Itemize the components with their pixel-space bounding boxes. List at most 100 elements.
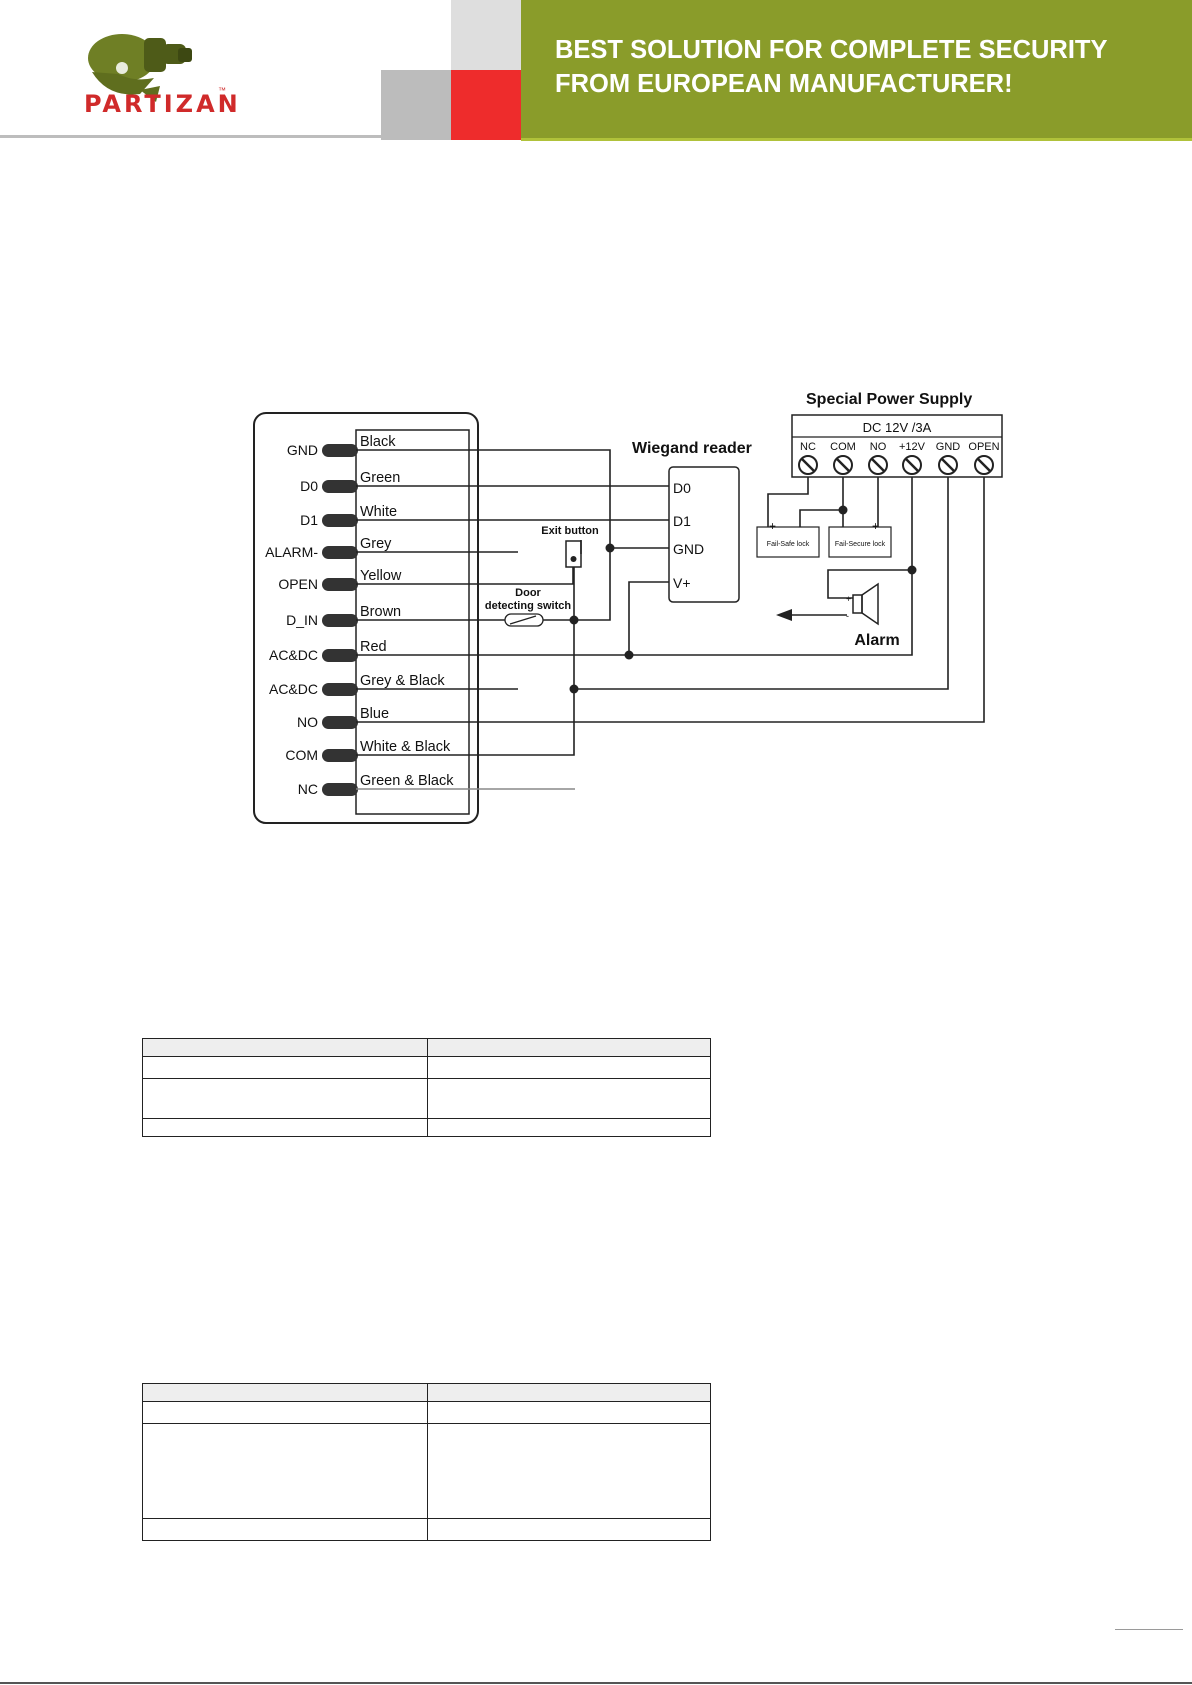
terminal-name: NC: [298, 781, 318, 797]
table-cell: [142, 1518, 428, 1541]
ps-terminal-label: GND: [936, 441, 961, 453]
ps-terminal-label: NO: [870, 441, 887, 453]
table-row: [142, 1078, 711, 1119]
wiegand-pin-d1: D1: [673, 513, 691, 529]
alarm-plus: +: [846, 594, 851, 604]
table-cell: [142, 1383, 428, 1402]
table-cell: [427, 1383, 711, 1402]
wire-color-label: Black: [360, 434, 396, 450]
table-cell: [142, 1118, 428, 1137]
fail-safe-lock-box: [756, 526, 820, 558]
table-header-row: [142, 1038, 711, 1057]
wire-color-label: Blue: [360, 706, 389, 722]
table-cell: [427, 1118, 711, 1137]
spec-table-1: [142, 1038, 711, 1137]
wiegand-title: Wiegand reader: [632, 440, 752, 457]
page-header: PARTIZAN ™ BEST SOLUTION FOR COMPLETE SE…: [0, 0, 1192, 141]
controller-terminal-panel: [355, 429, 470, 815]
screw-slot: [871, 458, 885, 472]
fail-secure-minus: -: [840, 519, 844, 533]
wire-color-label: Brown: [360, 604, 401, 620]
wire-color-label: White: [360, 504, 397, 520]
table-cell: [142, 1423, 428, 1519]
terminal-pin: [322, 514, 358, 527]
table-cell: [427, 1518, 711, 1541]
wire-color-label: Grey & Black: [360, 673, 445, 689]
alarm-label: Alarm: [854, 632, 899, 649]
terminal-pin: [322, 546, 358, 559]
wire-color-label: Yellow: [360, 568, 402, 584]
table-row: [142, 1401, 711, 1424]
table-row: [142, 1423, 711, 1519]
table-cell: [427, 1401, 711, 1424]
ps-terminal-label: +12V: [899, 441, 926, 453]
wire-color-label: White & Black: [360, 739, 451, 755]
exit-button-symbol: [565, 540, 582, 568]
terminal-pin: [322, 614, 358, 627]
terminal-name: AC&DC: [269, 681, 318, 697]
terminal-pin: [322, 578, 358, 591]
fail-safe-plus: +: [769, 519, 776, 533]
trademark-mark: ™: [218, 86, 226, 95]
screw-slot: [836, 458, 850, 472]
slogan-line-2: FROM EUROPEAN MANUFACTURER!: [555, 70, 1013, 98]
header-rule-gray: [0, 135, 381, 138]
screw-slot: [905, 458, 919, 472]
terminal-pin: [322, 480, 358, 493]
alarm-arrow: [776, 609, 792, 621]
fail-secure-lock-box: [828, 526, 892, 558]
ps-terminal-label: NC: [800, 441, 816, 453]
table-cell: [142, 1038, 428, 1057]
power-supply-box: [791, 414, 1003, 478]
spec-table-2: [142, 1383, 711, 1541]
screw-slot: [977, 458, 991, 472]
header-block-gray: [381, 70, 451, 140]
table-cell: [427, 1056, 711, 1079]
alarm-speaker-cone: [861, 582, 879, 626]
wire-color-label: Grey: [360, 536, 392, 552]
screw-slot: [941, 458, 955, 472]
alarm-minus: -: [846, 611, 849, 621]
table-cell: [142, 1056, 428, 1079]
slogan-banner: BEST SOLUTION FOR COMPLETE SECURITY FROM…: [521, 0, 1192, 140]
header-block-light-gray: [451, 0, 521, 70]
table-row: [142, 1056, 711, 1079]
ps-terminal-label: COM: [830, 441, 856, 453]
alarm-speaker-body: [852, 594, 863, 614]
slogan-line-1: BEST SOLUTION FOR COMPLETE SECURITY: [555, 36, 1108, 64]
wiegand-pin-gnd: GND: [673, 541, 704, 557]
terminal-pin: [322, 716, 358, 729]
page-number-rule: [1115, 1629, 1183, 1630]
wire-color-label: Red: [360, 639, 387, 655]
terminal-name: GND: [287, 442, 318, 458]
fail-secure-plus: +: [872, 519, 879, 533]
table-cell: [142, 1401, 428, 1424]
wires: [356, 449, 985, 756]
logo-wordmark: PARTIZAN: [84, 90, 241, 118]
wiegand-pin-vplus: V+: [673, 575, 691, 591]
wiegand-reader-box: [668, 466, 740, 603]
terminal-name: D_IN: [286, 612, 318, 628]
exit-button-label: Exit button: [541, 525, 599, 537]
terminal-name: COM: [285, 747, 318, 763]
table-cell: [427, 1078, 711, 1119]
table-header-row: [142, 1383, 711, 1402]
table-cell: [427, 1038, 711, 1057]
header-rule-green: [521, 138, 1192, 141]
door-switch-label-2: detecting switch: [485, 600, 571, 612]
terminal-name: AC&DC: [269, 647, 318, 663]
terminal-pin: [322, 683, 358, 696]
terminal-name: ALARM-: [265, 544, 318, 560]
controller-housing: [253, 412, 479, 824]
wire-color-label: Green: [360, 470, 400, 486]
footer-rule: [0, 1682, 1192, 1684]
terminal-pin: [322, 444, 358, 457]
terminal-name: D1: [300, 512, 318, 528]
terminal-pin: [322, 783, 358, 796]
table-row: [142, 1118, 711, 1137]
terminal-name: D0: [300, 478, 318, 494]
wire-color-label: Green & Black: [360, 773, 454, 789]
